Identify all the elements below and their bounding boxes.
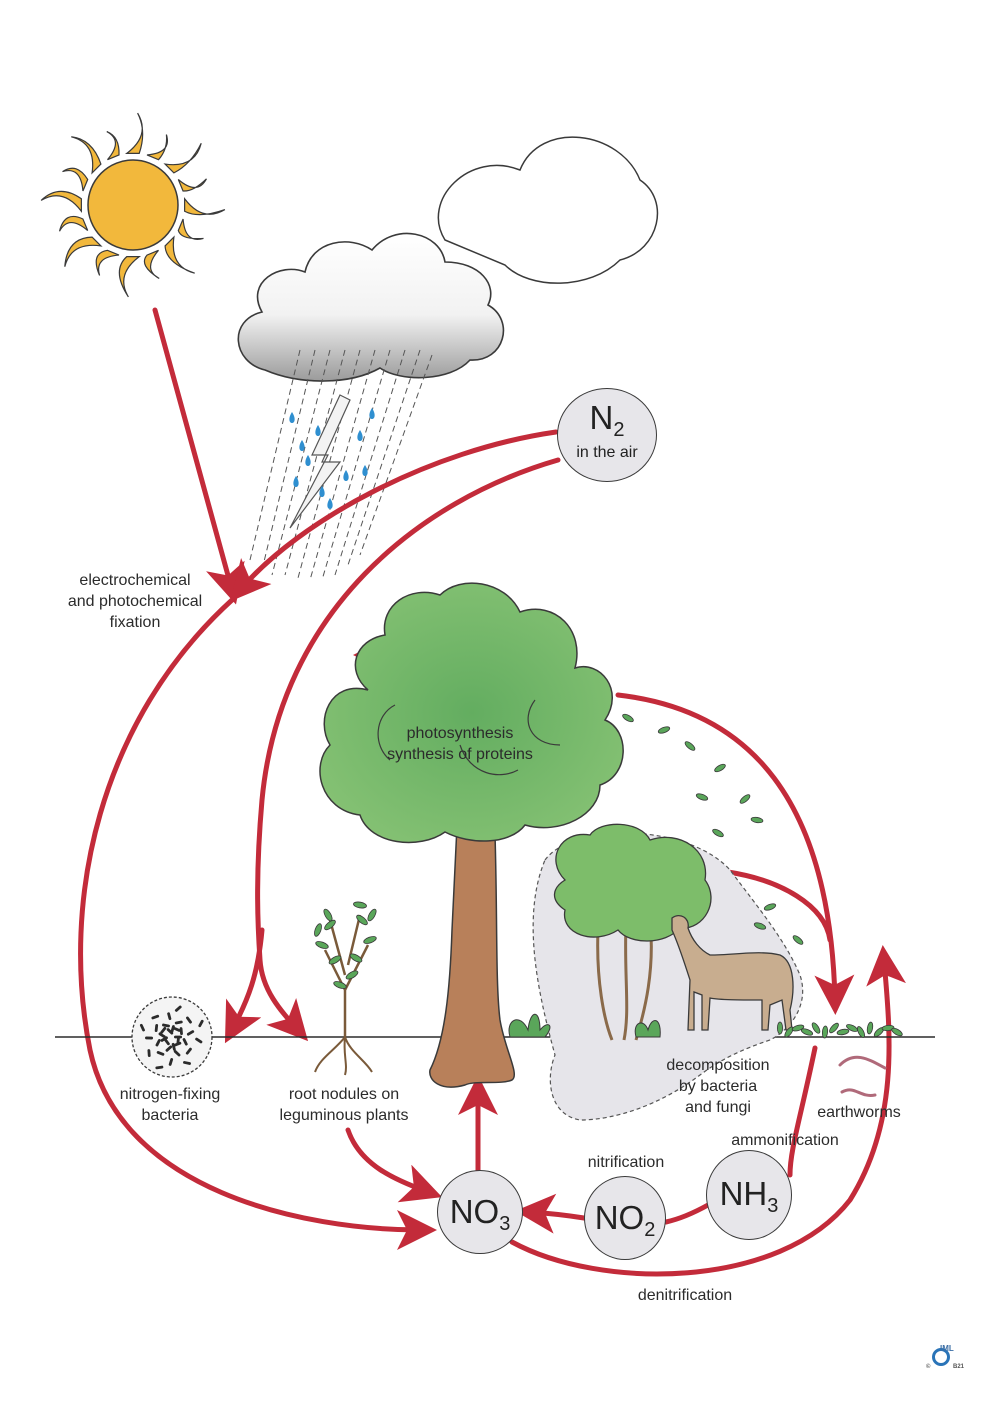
denitrification-label: denitrification bbox=[637, 1287, 733, 1304]
cloud-icon bbox=[237, 136, 659, 382]
n2-note: in the air bbox=[576, 444, 638, 461]
logo-ring-icon bbox=[932, 1348, 950, 1366]
nitrification-label: nitrification bbox=[587, 1154, 665, 1171]
logo-year: B21 bbox=[953, 1364, 965, 1370]
lightning-icon bbox=[289, 394, 351, 529]
deer-icon bbox=[671, 914, 794, 1031]
ammonification-label: ammonification bbox=[731, 1132, 839, 1149]
raindrops-icon bbox=[289, 408, 375, 509]
grass-icon bbox=[508, 1013, 661, 1038]
shrub-icon bbox=[314, 901, 377, 1076]
n2-node: N2 in the air bbox=[557, 388, 657, 482]
leaf-litter-icon bbox=[777, 1021, 903, 1039]
logo-text: IML bbox=[940, 1344, 954, 1353]
no3-node: NO3 bbox=[437, 1170, 523, 1254]
no2-node: NO2 bbox=[584, 1176, 666, 1260]
bacteria-icon bbox=[131, 996, 213, 1078]
rain-icon bbox=[249, 349, 433, 581]
earthworm-icon bbox=[838, 1055, 887, 1097]
tree-icon bbox=[319, 582, 624, 1088]
sun-icon bbox=[40, 112, 226, 298]
logo-copyright: © bbox=[926, 1364, 931, 1370]
earthworms-label: earthworms bbox=[817, 1104, 901, 1121]
publisher-logo: IML © B21 bbox=[926, 1344, 966, 1374]
falling-leaves-icon bbox=[622, 713, 804, 945]
nh3-node: NH3 bbox=[706, 1150, 792, 1240]
decomposition-area bbox=[532, 823, 804, 1121]
